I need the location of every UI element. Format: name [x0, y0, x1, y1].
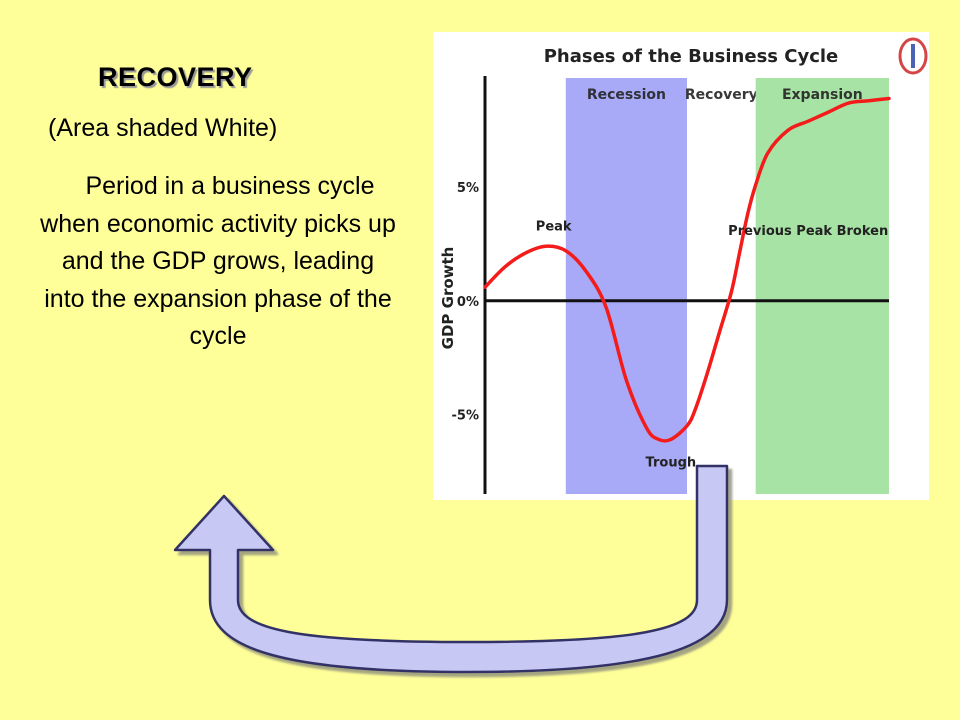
- logo-icon: [898, 37, 928, 75]
- chart-title: Phases of the Business Cycle: [544, 46, 839, 67]
- band-label-expansion: Expansion: [782, 87, 863, 103]
- y-tick-label: 0%: [457, 295, 479, 310]
- definition-text-block: Period in a business cycle when economic…: [40, 168, 396, 356]
- business-cycle-chart: Recession Recovery Expansion Phases of the …: [433, 32, 929, 500]
- business-cycle-curve: [483, 96, 891, 443]
- definition-text: Period in a business cycle when economic…: [40, 172, 396, 350]
- annotation-previous-peak-broken: Previous Peak Broken: [728, 224, 888, 239]
- logo-ring: [898, 37, 928, 75]
- band-recession: [565, 78, 687, 494]
- band-expansion: [755, 78, 889, 494]
- band-label-recession: Recession: [587, 87, 666, 103]
- slide-title: RECOVERY: [98, 62, 253, 92]
- y-axis-label: GDP Growth: [439, 247, 457, 350]
- slide-subtitle: (Area shaded White): [48, 114, 278, 142]
- y-tick-label: -5%: [452, 408, 479, 423]
- y-tick-label: 5%: [457, 181, 479, 196]
- annotation-peak: Peak: [536, 219, 572, 234]
- band-label-recovery: Recovery: [685, 87, 758, 103]
- annotation-trough: Trough: [646, 456, 697, 471]
